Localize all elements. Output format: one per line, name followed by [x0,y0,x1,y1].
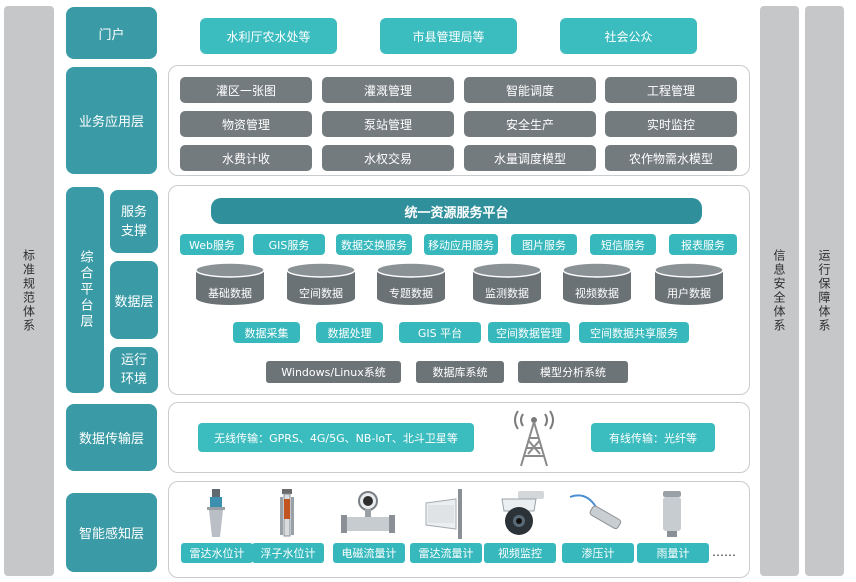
business-layer-label: 业务应用层 [66,67,157,174]
dome-camera-icon [501,491,544,535]
database-label: 专题数据 [389,287,433,300]
electromagnetic-flowmeter-icon [341,491,395,533]
database-label: 监测数据 [485,287,529,300]
more-sensors-ellipsis: …… [712,545,736,559]
integrated-layer-text: 综合平台层 [77,250,93,330]
operation-system-label: 运行保障体系 [817,249,831,333]
service-image[interactable]: 图片服务 [511,234,577,255]
database-cylinder-icon [376,262,446,305]
business-item-safety[interactable]: 安全生产 [464,111,596,137]
tool-spatial-data-share[interactable]: 空间数据共享服务 [579,322,689,343]
database-label: 视频数据 [575,287,619,300]
standard-system-label: 标准规范体系 [21,249,36,333]
database-basic[interactable]: 基础数据 [195,262,265,306]
transmission-layer-label: 数据传输层 [66,404,157,471]
wired-transmission[interactable]: 有线传输：光纤等 [591,423,715,452]
data-layer-label: 数据层 [110,261,158,339]
portal-layer-label: 门户 [66,7,157,59]
runtime-env-label: 运行环境 [110,347,158,393]
service-report[interactable]: 报表服务 [669,234,737,255]
signal-tower-icon [509,408,559,468]
database-label: 空间数据 [299,287,343,300]
sensor-video-label: 视频监控 [484,543,556,563]
service-web[interactable]: Web服务 [180,234,244,255]
portal-item-dept[interactable]: 水利厅农水处等 [200,18,337,54]
runtime-model-system[interactable]: 模型分析系统 [518,361,628,383]
sensor-osmometer-label: 渗压计 [562,543,634,563]
database-cylinder-icon [286,262,356,305]
business-item-map[interactable]: 灌区一张图 [180,77,312,103]
service-gis[interactable]: GIS服务 [253,234,325,255]
radar-level-gauge-icon [207,489,225,537]
database-thematic[interactable]: 专题数据 [376,262,446,306]
service-support-label: 服务支撑 [110,190,158,253]
sensor-radar-flow-label: 雷达流量计 [410,543,482,563]
service-data-exchange[interactable]: 数据交换服务 [336,234,412,255]
service-support-text: 服务支撑 [120,204,147,239]
portal-item-city[interactable]: 市县管理局等 [380,18,517,54]
tool-data-collection[interactable]: 数据采集 [233,322,300,343]
runtime-env-text: 运行环境 [120,353,147,387]
operation-system-column: 运行保障体系 [805,6,844,576]
tool-data-processing[interactable]: 数据处理 [316,322,383,343]
database-cylinder-icon [195,262,265,305]
float-level-gauge-icon [280,489,294,537]
service-mobile[interactable]: 移动应用服务 [424,234,498,255]
wireless-transmission[interactable]: 无线传输：GPRS、4G/5G、NB-loT、北斗卫星等 [198,423,474,452]
portal-item-public[interactable]: 社会公众 [560,18,697,54]
database-cylinder-icon [654,262,724,305]
business-item-fee[interactable]: 水费计收 [180,145,312,171]
database-cylinder-icon [472,262,542,305]
database-video[interactable]: 视频数据 [562,262,632,306]
sensor-em-flow-label: 电磁流量计 [333,543,405,563]
business-item-pump[interactable]: 泵站管理 [322,111,454,137]
business-item-dispatch[interactable]: 智能调度 [464,77,596,103]
service-sms[interactable]: 短信服务 [590,234,656,255]
osmometer-icon [569,494,622,530]
runtime-db-system[interactable]: 数据库系统 [416,361,504,383]
database-monitoring[interactable]: 监测数据 [472,262,542,306]
database-label: 基础数据 [208,287,252,300]
perception-layer-label: 智能感知层 [66,493,157,572]
business-item-material[interactable]: 物资管理 [180,111,312,137]
sensor-radar-level-label: 雷达水位计 [181,543,253,563]
integrated-layer-label: 综合平台层 [66,187,104,393]
tool-spatial-data-mgmt[interactable]: 空间数据管理 [488,322,570,343]
database-cylinder-icon [562,262,632,305]
business-item-crop-model[interactable]: 农作物需水模型 [605,145,737,171]
business-item-irrigation[interactable]: 灌溉管理 [322,77,454,103]
business-item-realtime[interactable]: 实时监控 [605,111,737,137]
rain-gauge-icon [663,491,681,537]
database-user[interactable]: 用户数据 [654,262,724,306]
sensor-rain-gauge-label: 雨量计 [637,543,709,563]
sensor-float-level-label: 浮子水位计 [252,543,324,563]
security-system-label: 信息安全体系 [772,249,786,333]
business-item-water-model[interactable]: 水量调度模型 [464,145,596,171]
runtime-os[interactable]: Windows/Linux系统 [266,361,401,383]
business-item-water-rights[interactable]: 水权交易 [322,145,454,171]
security-system-column: 信息安全体系 [760,6,799,576]
tool-gis-platform[interactable]: GIS 平台 [399,322,481,343]
standard-system-column: 标准规范体系 [4,6,54,576]
database-label: 用户数据 [667,287,711,300]
unified-resource-platform[interactable]: 统一资源服务平台 [211,198,702,224]
radar-flowmeter-icon [425,489,462,539]
business-item-engineering[interactable]: 工程管理 [605,77,737,103]
database-spatial[interactable]: 空间数据 [286,262,356,306]
